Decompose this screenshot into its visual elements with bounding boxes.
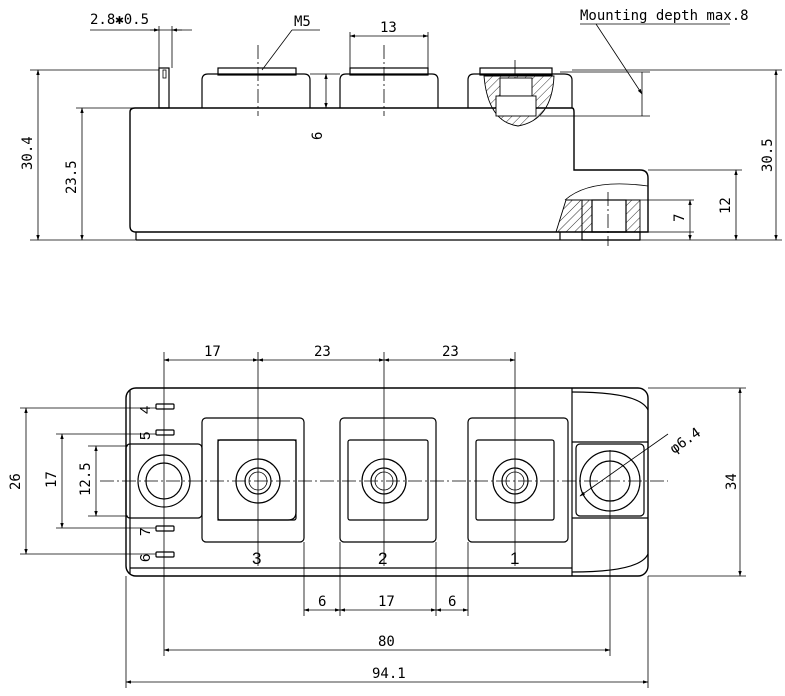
dim-width-label: 34 xyxy=(724,473,740,490)
dim-total-height-right-label: 30.5 xyxy=(760,138,776,172)
dim-terminal-width-label: 13 xyxy=(380,20,397,36)
dim-pin-span-outer: 26 xyxy=(8,407,156,555)
dim-terminal-width: 13 xyxy=(349,20,429,68)
dim-flange-inner-label: 7 xyxy=(672,214,688,222)
mounting-depth-note: Mounting depth max.8 xyxy=(540,8,749,117)
mounting-flange-section xyxy=(555,183,649,246)
dim-hole-diameter-label: φ6.4 xyxy=(667,425,704,457)
mounting-depth-label: Mounting depth max.8 xyxy=(580,8,749,24)
dim-pin-width-label: 2.8✱0.5 xyxy=(90,12,149,28)
screw-callout: M5 xyxy=(261,14,320,71)
pin-7 xyxy=(155,525,175,532)
top-view: 3 2 1 4 5 7 6 17 23 23 xyxy=(8,344,746,688)
dim-body-height: 23.5 xyxy=(64,107,135,241)
dim-pin-span-inner: 12.5 xyxy=(78,445,128,517)
pin-label-7: 7 xyxy=(137,528,154,536)
dim-gap-left-label: 6 xyxy=(318,594,326,610)
tab-pin-hole xyxy=(162,69,167,79)
terminal-1 xyxy=(467,417,569,543)
dim-flange-height-label: 12 xyxy=(718,197,734,214)
terminal-label-2: 2 xyxy=(378,549,387,568)
flange-corner-top xyxy=(571,391,649,411)
dim-pin-span-middle: 17 xyxy=(44,433,156,529)
dim-flange-inner: 7 xyxy=(640,199,694,241)
top-body-outline xyxy=(125,387,649,577)
dim-pitch-third-label: 23 xyxy=(442,344,459,360)
terminal-housing-2 xyxy=(339,45,439,116)
dim-pitch-second-label: 23 xyxy=(314,344,331,360)
control-pins: 4 5 7 6 xyxy=(137,403,175,562)
dim-body-height-label: 23.5 xyxy=(64,160,80,194)
dim-total-height-left-label: 30.4 xyxy=(20,136,36,170)
dim-hole-diameter: φ6.4 xyxy=(579,425,704,497)
terminal-label-3: 3 xyxy=(252,549,261,568)
dim-gap-right-label: 6 xyxy=(448,594,456,610)
dim-terminal-block-label: 17 xyxy=(378,594,395,610)
dim-total-length-label: 94.1 xyxy=(372,666,406,682)
pin-label-5: 5 xyxy=(137,432,154,440)
tab-pin xyxy=(158,67,170,109)
dim-hole-spacing-label: 80 xyxy=(378,634,395,650)
dim-pitch-first-label: 17 xyxy=(204,344,221,360)
dim-total-height-right: 30.5 xyxy=(572,69,782,241)
terminal-2 xyxy=(339,417,437,543)
flange-corner-bottom xyxy=(571,553,649,573)
dim-hole-spacing: 80 xyxy=(163,634,611,652)
pin-4 xyxy=(155,403,175,410)
dim-pin-span-middle-label: 17 xyxy=(44,471,60,488)
dim-pitch-row: 17 23 23 xyxy=(163,344,516,362)
dim-total-height-left: 30.4 xyxy=(20,69,159,241)
side-view: 2.8✱0.5 M5 13 Mounting depth max.8 xyxy=(20,8,782,246)
pin-5 xyxy=(155,429,175,436)
dim-pin-span-outer-label: 26 xyxy=(8,473,24,490)
terminal-housing-3 xyxy=(201,45,311,116)
dim-pin-width: 2.8✱0.5 xyxy=(90,12,192,68)
dim-width: 34 xyxy=(648,387,746,577)
dim-terminal-height: 6 xyxy=(310,73,340,140)
terminal-3 xyxy=(201,417,305,543)
pin-label-6: 6 xyxy=(137,554,154,562)
pin-label-4: 4 xyxy=(137,406,154,414)
dim-flange-height: 12 xyxy=(648,169,742,241)
dim-terminal-gaps: 6 17 6 xyxy=(303,542,469,616)
dim-total-length: 94.1 xyxy=(125,576,649,688)
terminal-housing-1 xyxy=(467,60,573,127)
dim-pin-span-inner-label: 12.5 xyxy=(78,462,94,496)
dim-terminal-height-label: 6 xyxy=(310,132,326,140)
screw-label: M5 xyxy=(294,14,311,30)
pin-6 xyxy=(155,551,175,558)
side-body xyxy=(129,107,649,233)
